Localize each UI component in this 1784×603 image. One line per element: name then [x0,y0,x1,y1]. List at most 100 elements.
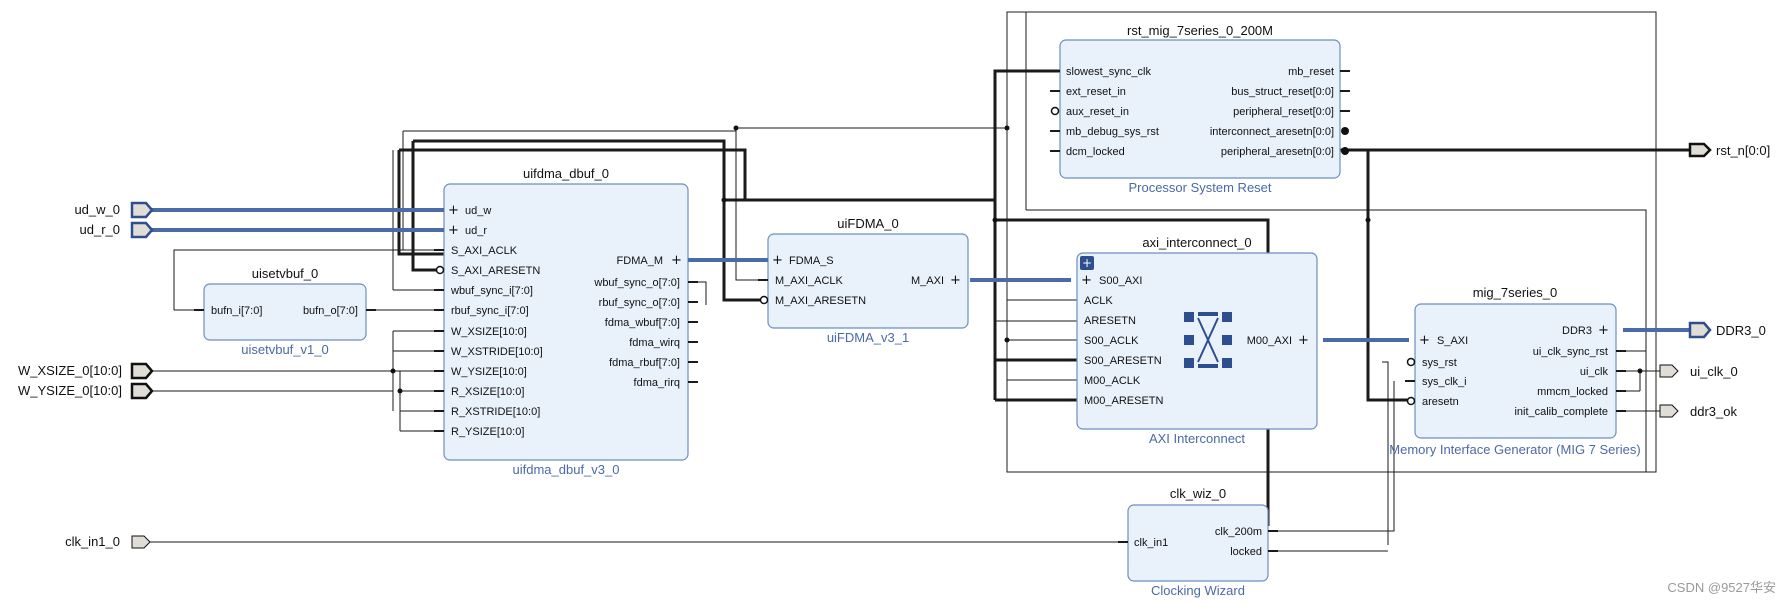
pin-label: dcm_locked [1066,146,1125,158]
pin-label: aux_reset_in [1066,106,1129,118]
port-ui-clk[interactable]: ui_clk_0 [1659,364,1738,379]
pin-label: mmcm_locked [1537,386,1608,398]
mig-sys-clk [1274,381,1395,532]
pin-label: peripheral_aresetn[0:0] [1221,146,1334,158]
junction-dots [390,125,1643,394]
block-title: mig_7series_0 [1473,285,1558,300]
block-uisetvbuf[interactable]: uisetvbuf_0 uisetvbuf_v1_0 bufn_i[7:0] b… [194,266,376,357]
pin-label: R_XSTRIDE[10:0] [451,406,540,418]
block-caption: Memory Interface Generator (MIG 7 Series… [1389,442,1640,457]
pin-label: R_XSIZE[10:0] [451,386,524,398]
expand-icon[interactable] [1080,256,1094,270]
expand-plus-icon[interactable]: + [1598,323,1609,338]
pin-label: locked [1230,546,1262,558]
port-rst-n[interactable]: rst_n[0:0] [1688,142,1770,158]
svg-text:+: + [1082,256,1092,270]
pin-label: ui_clk [1580,366,1609,378]
block-title: uifdma_dbuf_0 [523,166,609,181]
pin-label: clk_200m [1215,526,1262,538]
pin-label: ud_w [465,205,491,217]
svg-text:ud_r_0: ud_r_0 [80,222,120,237]
pin-label: FDMA_M [617,255,663,267]
port-w-ysize[interactable]: W_YSIZE_0[10:0] [18,382,154,400]
pin-label: mb_debug_sys_rst [1066,126,1159,138]
clk-net-dbuf [413,139,726,200]
pin-label: ud_r [465,225,487,237]
pin-label: bufn_o[7:0] [303,305,358,317]
block-title: rst_mig_7series_0_200M [1127,23,1273,38]
block-title: uiFDMA_0 [837,216,898,231]
port-ddr3-ok[interactable]: ddr3_ok [1659,404,1737,419]
port-ddr3[interactable]: DDR3_0 [1688,321,1766,339]
pin-label: S00_AXI [1099,275,1142,287]
pin-label: M00_ACLK [1084,375,1141,387]
pin-label: R_YSIZE[10:0] [451,426,524,438]
pin-label: W_YSIZE[10:0] [451,366,527,378]
pin-label: W_XSTRIDE[10:0] [451,346,543,358]
pin-label: clk_in1 [1134,537,1168,549]
clk-net-branch [993,69,1060,220]
pin-label: S00_ARESETN [1084,355,1162,367]
expand-plus-icon[interactable]: + [1081,273,1092,288]
svg-text:W_XSIZE_0[10:0]: W_XSIZE_0[10:0] [18,363,122,378]
port-w-xsize[interactable]: W_XSIZE_0[10:0] [18,362,154,380]
pin-label: sys_clk_i [1422,376,1467,388]
block-caption: uisetvbuf_v1_0 [241,342,328,357]
expand-plus-icon[interactable]: + [772,253,783,268]
pin-label: slowest_sync_clk [1066,66,1151,78]
clk-net-fdma2 [722,200,768,302]
port-ud-w[interactable]: ud_w_0 [74,201,154,219]
block-uifdma[interactable]: uiFDMA_0 uiFDMA_v3_1 + FDMA_S M_AXI_ACLK… [758,216,969,345]
pin-label: bus_struct_reset[0:0] [1231,86,1334,98]
expand-plus-icon[interactable]: + [448,203,459,218]
expand-plus-icon[interactable]: + [671,253,682,268]
pin-label: S00_ACLK [1084,335,1139,347]
pin-label: fdma_wirq [629,337,680,349]
pin-label: S_AXI_ACLK [451,245,518,257]
expand-plus-icon[interactable]: + [448,223,459,238]
block-mig[interactable]: mig_7series_0 Memory Interface Generator… [1389,285,1640,457]
svg-text:ddr3_ok: ddr3_ok [1690,404,1737,419]
block-caption: Processor System Reset [1128,180,1271,195]
reset-hierarchy-outline [1006,11,1657,473]
pin-label: sys_rst [1422,357,1457,369]
pin-label: S_AXI [1437,335,1468,347]
block-clk-wiz[interactable]: clk_wiz_0 Clocking Wizard clk_in1 clk_20… [1118,486,1278,598]
svg-text:W_YSIZE_0[10:0]: W_YSIZE_0[10:0] [18,383,122,398]
expand-plus-icon[interactable]: + [1419,333,1430,348]
pin-label: ext_reset_in [1066,86,1126,98]
pin-label: wbuf_sync_i[7:0] [450,285,533,297]
port-clk-in1[interactable]: clk_in1_0 [65,534,151,549]
pin-label: aresetn [1422,396,1459,408]
block-caption: uiFDMA_v3_1 [827,330,909,345]
pin-label: init_calib_complete [1514,406,1608,418]
pin-label: FDMA_S [789,255,834,267]
setvbuf-loop [173,249,403,310]
clk-net-dbuf2 [411,141,444,272]
pin-label: DDR3 [1562,325,1592,337]
block-rst[interactable]: rst_mig_7series_0_200M Processor System … [1050,23,1350,195]
expand-plus-icon[interactable]: + [1298,333,1309,348]
crossbar-icon [1184,312,1232,368]
block-axi-interconnect[interactable]: axi_interconnect_0 AXI Interconnect + + … [1076,235,1318,446]
pin-label: rbuf_sync_i[7:0] [451,305,529,317]
svg-text:ui_clk_0: ui_clk_0 [1690,364,1738,379]
pin-label: S_AXI_ARESETN [451,265,540,277]
pin-label: fdma_wbuf[7:0] [605,317,680,329]
port-ud-r[interactable]: ud_r_0 [80,221,154,239]
block-caption: Clocking Wizard [1151,583,1245,598]
pin-label: wbuf_sync_o[7:0] [593,277,680,289]
block-title: axi_interconnect_0 [1142,235,1251,250]
watermark: CSDN @9527华安 [1667,580,1776,595]
block-caption: uifdma_dbuf_v3_0 [513,462,620,477]
svg-text:rst_n[0:0]: rst_n[0:0] [1716,143,1770,158]
block-title: clk_wiz_0 [1170,486,1226,501]
reset-net [1340,148,1415,402]
block-title: uisetvbuf_0 [252,266,319,281]
svg-text:DDR3_0: DDR3_0 [1716,323,1766,338]
expand-plus-icon[interactable]: + [950,273,961,288]
pin-label: M00_AXI [1247,335,1292,347]
pin-label: ARESETN [1084,315,1136,327]
block-uifdma-dbuf[interactable]: uifdma_dbuf_0 uifdma_dbuf_v3_0 + + ud_w … [434,166,698,477]
